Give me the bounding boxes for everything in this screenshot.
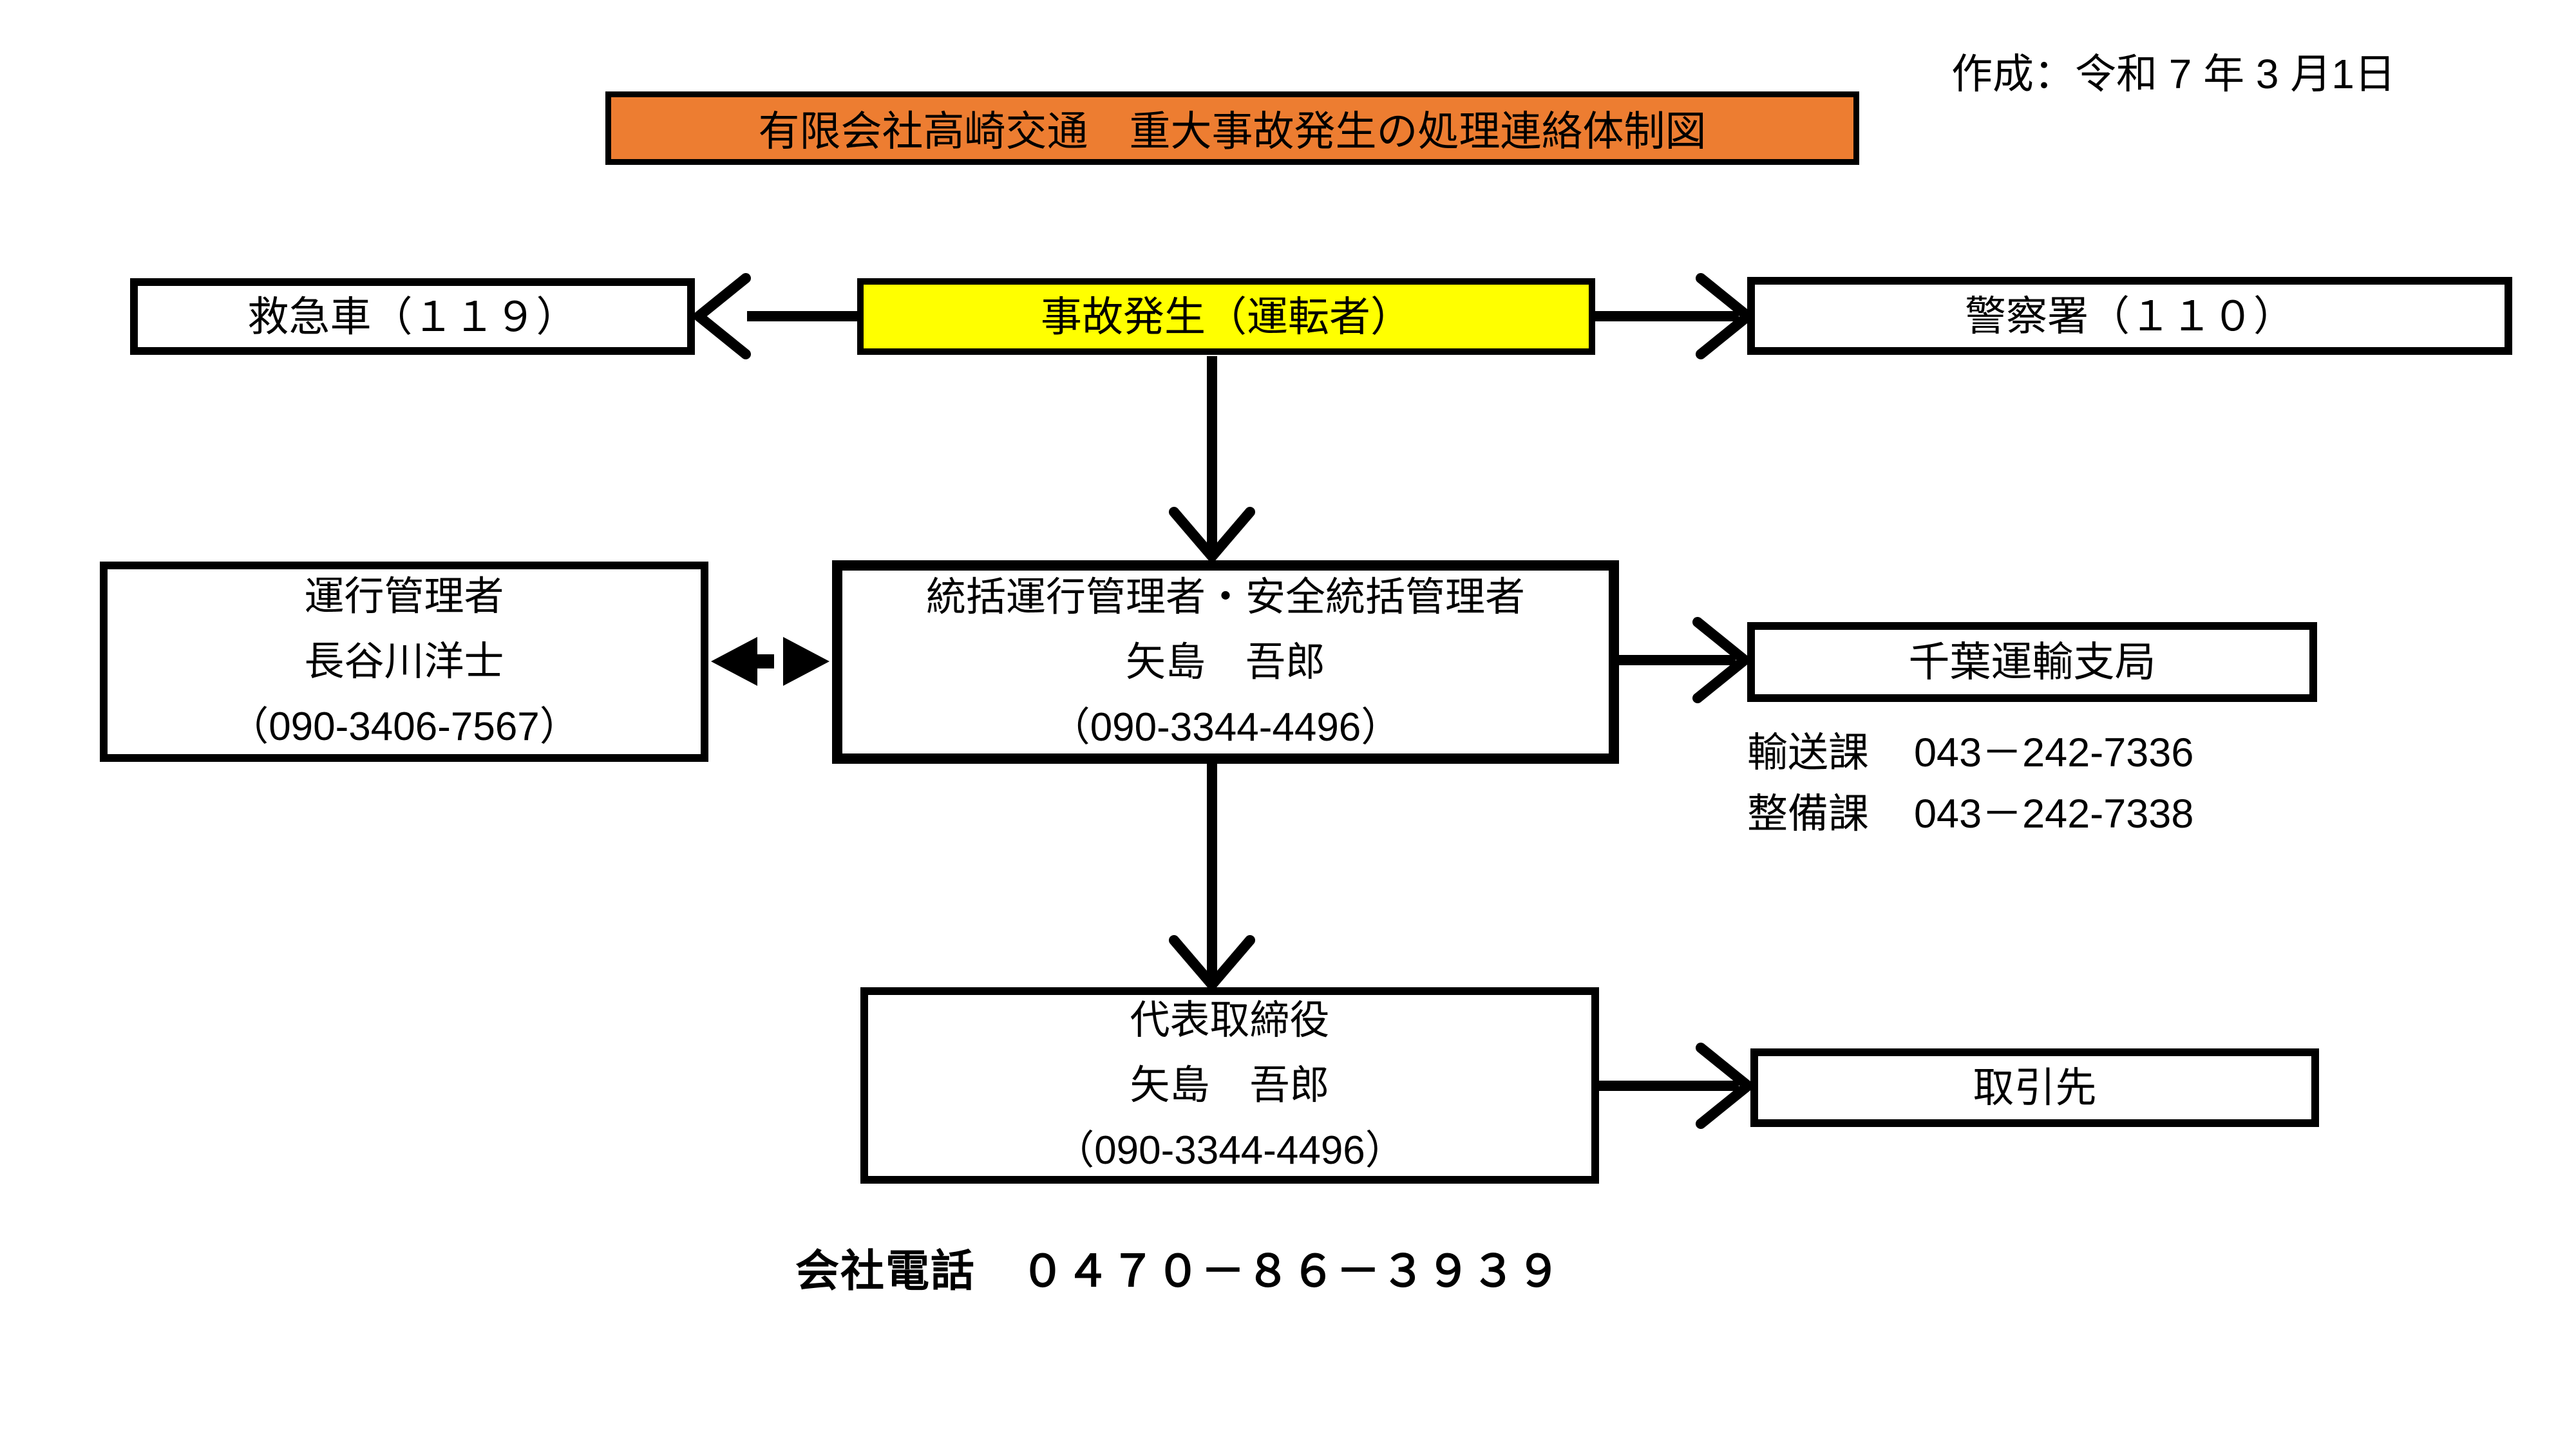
clients-label: 取引先 xyxy=(1973,1065,2097,1111)
chiba-contact-transport-label: 輸送課 xyxy=(1747,730,1869,775)
operation-manager-name: 長谷川洋士 xyxy=(304,639,504,684)
chief-manager-node: 統括運行管理者・安全統括管理者 矢島 吾郎 （090-3344-4496） xyxy=(832,560,1619,764)
president-title: 代表取締役 xyxy=(1130,998,1330,1043)
president-phone: （090-3344-4496） xyxy=(1054,1128,1405,1173)
police-node: 警察署（１１０） xyxy=(1747,277,2512,355)
operation-manager-phone: （090-3406-7567） xyxy=(229,705,580,749)
clients-node: 取引先 xyxy=(1750,1048,2319,1127)
chief-manager-name: 矢島 吾郎 xyxy=(1125,639,1325,685)
chiba-branch-node: 千葉運輸支局 xyxy=(1747,622,2317,702)
chiba-contact-maintenance-phone: 043－242-7338 xyxy=(1914,791,2194,837)
creation-date-label: 作成：令和 7 年 3 月1日 xyxy=(1951,51,2396,97)
accident-node: 事故発生（運転者） xyxy=(857,278,1595,355)
company-phone-label: 会社電話 ０４７０－８６－３９３９ xyxy=(795,1247,1562,1296)
arrow-chief-manager-operation-manager-dashed xyxy=(711,637,829,686)
arrow-chief-manager-to-chiba-branch xyxy=(1619,617,1750,703)
chiba-branch-contacts: 輸送課 043－242-7336 整備課 043－242-7338 xyxy=(1747,723,2340,845)
accident-label: 事故発生（運転者） xyxy=(1041,293,1412,340)
chiba-contact-transport: 輸送課 043－242-7336 xyxy=(1747,723,2340,784)
chiba-contact-maintenance: 整備課 043－242-7338 xyxy=(1747,784,2340,845)
arrow-accident-to-ambulance xyxy=(694,273,857,359)
operation-manager-title: 運行管理者 xyxy=(304,574,504,619)
chiba-contact-maintenance-label: 整備課 xyxy=(1747,791,1869,837)
chief-manager-title: 統括運行管理者・安全統括管理者 xyxy=(925,574,1525,620)
ambulance-label: 救急車（１１９） xyxy=(247,293,578,340)
president-name: 矢島 吾郎 xyxy=(1130,1063,1330,1108)
chiba-contact-transport-phone: 043－242-7336 xyxy=(1914,730,2194,775)
arrow-accident-to-chief-manager xyxy=(1169,356,1255,562)
operation-manager-node: 運行管理者 長谷川洋士 （090-3406-7567） xyxy=(100,562,708,762)
title-text: 有限会社高崎交通 重大事故発生の処理連絡体制図 xyxy=(758,108,1707,155)
police-label: 警察署（１１０） xyxy=(1965,292,2295,339)
title-box: 有限会社高崎交通 重大事故発生の処理連絡体制図 xyxy=(605,91,1859,165)
chief-manager-phone: （090-3344-4496） xyxy=(1050,705,1401,750)
arrow-accident-to-police xyxy=(1595,273,1753,359)
arrow-chief-manager-to-president xyxy=(1169,764,1255,990)
ambulance-node: 救急車（１１９） xyxy=(130,278,695,355)
arrow-president-to-clients xyxy=(1599,1043,1753,1129)
chiba-branch-label: 千葉運輸支局 xyxy=(1908,639,2156,685)
president-node: 代表取締役 矢島 吾郎 （090-3344-4496） xyxy=(860,987,1599,1184)
